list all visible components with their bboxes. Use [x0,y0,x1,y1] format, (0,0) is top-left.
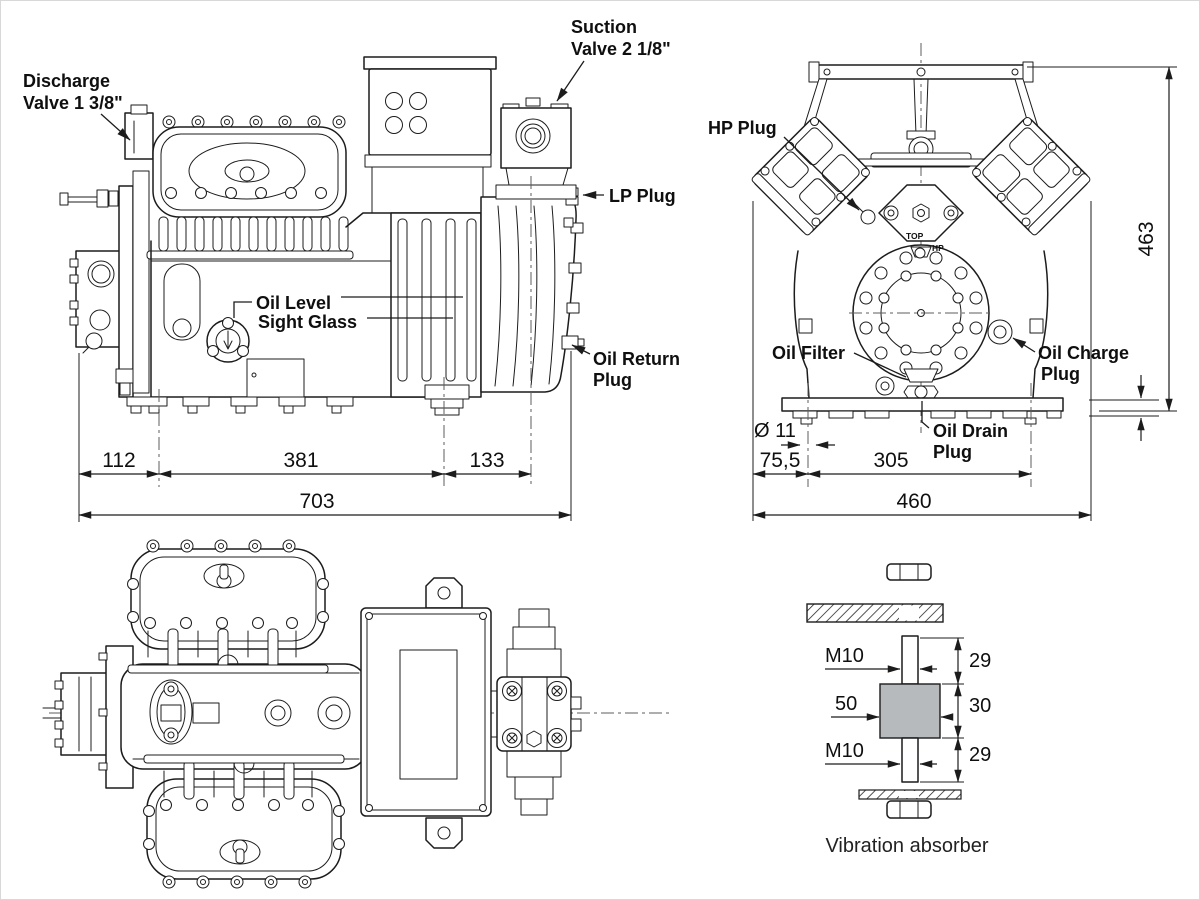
absorber-rubber-block [879,683,941,739]
oil-drain-label-line2: Plug [933,442,972,462]
front-body [793,250,1049,399]
oil-charge-label-line2: Plug [1041,364,1080,384]
discharge-valve-callout: Discharge Valve 1 3/8" [23,71,131,141]
front-bearing-flange: TOP HP [849,184,993,382]
side-cylinder-head [146,115,354,260]
suction-valve-label-line2: Valve 2 1/8" [571,39,671,59]
absorber-bottom-nut [886,800,932,819]
dim-463: 463 [1135,221,1158,256]
dim-29-bottom: 29 [969,744,991,766]
oil-filter-label: Oil Filter [772,343,845,363]
absorber-top-stud [901,635,919,685]
side-feet [126,396,460,416]
top-marking: TOP [906,231,924,241]
oil-return-label-line2: Plug [593,370,632,390]
side-oil-sight-glass [206,317,250,363]
absorber-top-nut [886,563,932,581]
lp-plug-label: LP Plug [609,186,676,206]
hp-plug-label: HP Plug [708,118,777,138]
front-oil-drain-plug [903,368,939,399]
absorber-bottom-stud [901,737,919,783]
top-terminal-box [360,577,492,849]
oil-charge-callout: Oil Charge Plug [1012,337,1129,384]
side-suction-valve [495,97,577,200]
dim-112: 112 [102,449,135,472]
front-oil-filter [875,376,895,396]
discharge-valve-label-line1: Discharge [23,71,110,91]
dim-m10-bottom: M10 [825,740,864,762]
dim-703: 703 [299,490,334,513]
suction-valve-label-line1: Suction [571,17,637,37]
front-oil-charge-plug [987,319,1013,345]
vibration-absorber-detail: M10 29 50 30 M10 29 Vibration absorber [806,563,991,857]
hp-plug-callout: HP Plug [708,118,860,211]
oil-filter-callout: Oil Filter [772,343,907,378]
oil-charge-label-line1: Oil Charge [1038,343,1129,363]
dim-30: 30 [969,695,991,717]
dim-50: 50 [835,693,857,715]
top-suction-valve-assembly [490,608,582,816]
absorber-top-plate [806,603,944,623]
oil-return-label-line1: Oil Return [593,349,680,369]
rubber-block-body [879,683,941,739]
dim-m10-top: M10 [825,645,864,667]
dim-133: 133 [469,449,504,472]
front-dimensions: Ø 11 75,5 305 460 463 [752,66,1177,521]
oil-level-label-line1: Oil Level [256,293,331,313]
discharge-valve-label-line2: Valve 1 3/8" [23,93,123,113]
front-mounting-rail [798,61,1044,168]
suction-valve-callout: Suction Valve 2 1/8" [556,17,671,102]
oil-drain-label-line1: Oil Drain [933,421,1008,441]
oil-level-label-line2: Sight Glass [258,312,357,332]
dim-381: 381 [283,449,318,472]
side-shaft-rod [59,189,124,208]
front-view: TOP HP HP Plug [708,43,1177,521]
oil-drain-callout: Oil Drain Plug [921,401,1008,462]
lp-plug-callout: LP Plug [582,186,676,206]
side-dimensions: 112 381 133 703 [78,176,572,522]
absorber-washer [858,789,962,800]
dim-305: 305 [873,449,908,472]
side-discharge-valve [124,104,154,160]
oil-level-callout: Oil Level Sight Glass [233,293,463,332]
dim-460: 460 [896,490,931,513]
dim-75-5: 75,5 [760,449,801,472]
dim-29-top: 29 [969,650,991,672]
dim-hole-dia: Ø 11 [754,420,796,442]
vibration-absorber-caption: Vibration absorber [825,835,988,857]
absorber-dimensions: M10 29 50 30 M10 29 [825,637,991,783]
side-pump-housing [69,250,122,354]
side-terminal-box [363,56,497,214]
top-view [42,540,669,888]
top-body [98,645,368,789]
hp-marking: HP [932,243,944,253]
oil-return-callout: Oil Return Plug [571,344,680,390]
side-view: Discharge Valve 1 3/8" Suction Valve 2 1… [23,17,680,522]
side-front-plates [115,170,150,398]
side-motor-housing [390,212,482,409]
